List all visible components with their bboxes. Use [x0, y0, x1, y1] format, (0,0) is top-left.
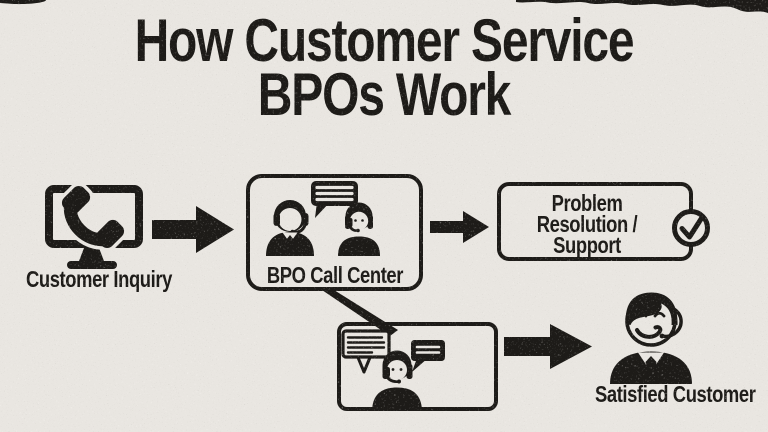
- page-title-line1: How Customer Service: [134, 7, 635, 74]
- check-circle-icon: [672, 209, 710, 247]
- monitor-stand: [79, 248, 104, 261]
- agent-female-headset-icon: [338, 202, 380, 256]
- bpo-call-center-box: BPO Call Center: [246, 174, 423, 291]
- page-title: How Customer Service BPOs Work: [0, 7, 768, 128]
- chat-support-box-wrap: [337, 322, 498, 411]
- monitor-phone-icon: [45, 182, 143, 269]
- chat-agent-icon: [341, 329, 445, 407]
- chat-support-box: [337, 322, 498, 411]
- bpo-call-center-label: BPO Call Center: [266, 262, 404, 288]
- satisfied-customer-headset-icon: [610, 292, 692, 384]
- chat-bubble-filled-icon: [411, 340, 445, 372]
- arrow-right-icon: [152, 206, 234, 253]
- problem-resolution-box: Problem Resolution / Support: [497, 182, 710, 261]
- customer-inquiry-label: Customer Inquiry: [26, 266, 172, 292]
- arrow-right-icon: [504, 324, 592, 369]
- scan-artifact-top-left: [0, 0, 46, 5]
- arrow-right-icon: [430, 211, 489, 243]
- satisfied-customer-label: Satisfied Customer: [595, 381, 756, 407]
- page-title-line2: BPOs Work: [257, 61, 512, 128]
- agent-male-headset-icon: [266, 200, 314, 256]
- problem-resolution-label-line2: Resolution / Support: [536, 211, 638, 258]
- chat-bubble-outline-icon: [341, 329, 391, 374]
- problem-resolution-label: Problem Resolution / Support: [503, 192, 671, 258]
